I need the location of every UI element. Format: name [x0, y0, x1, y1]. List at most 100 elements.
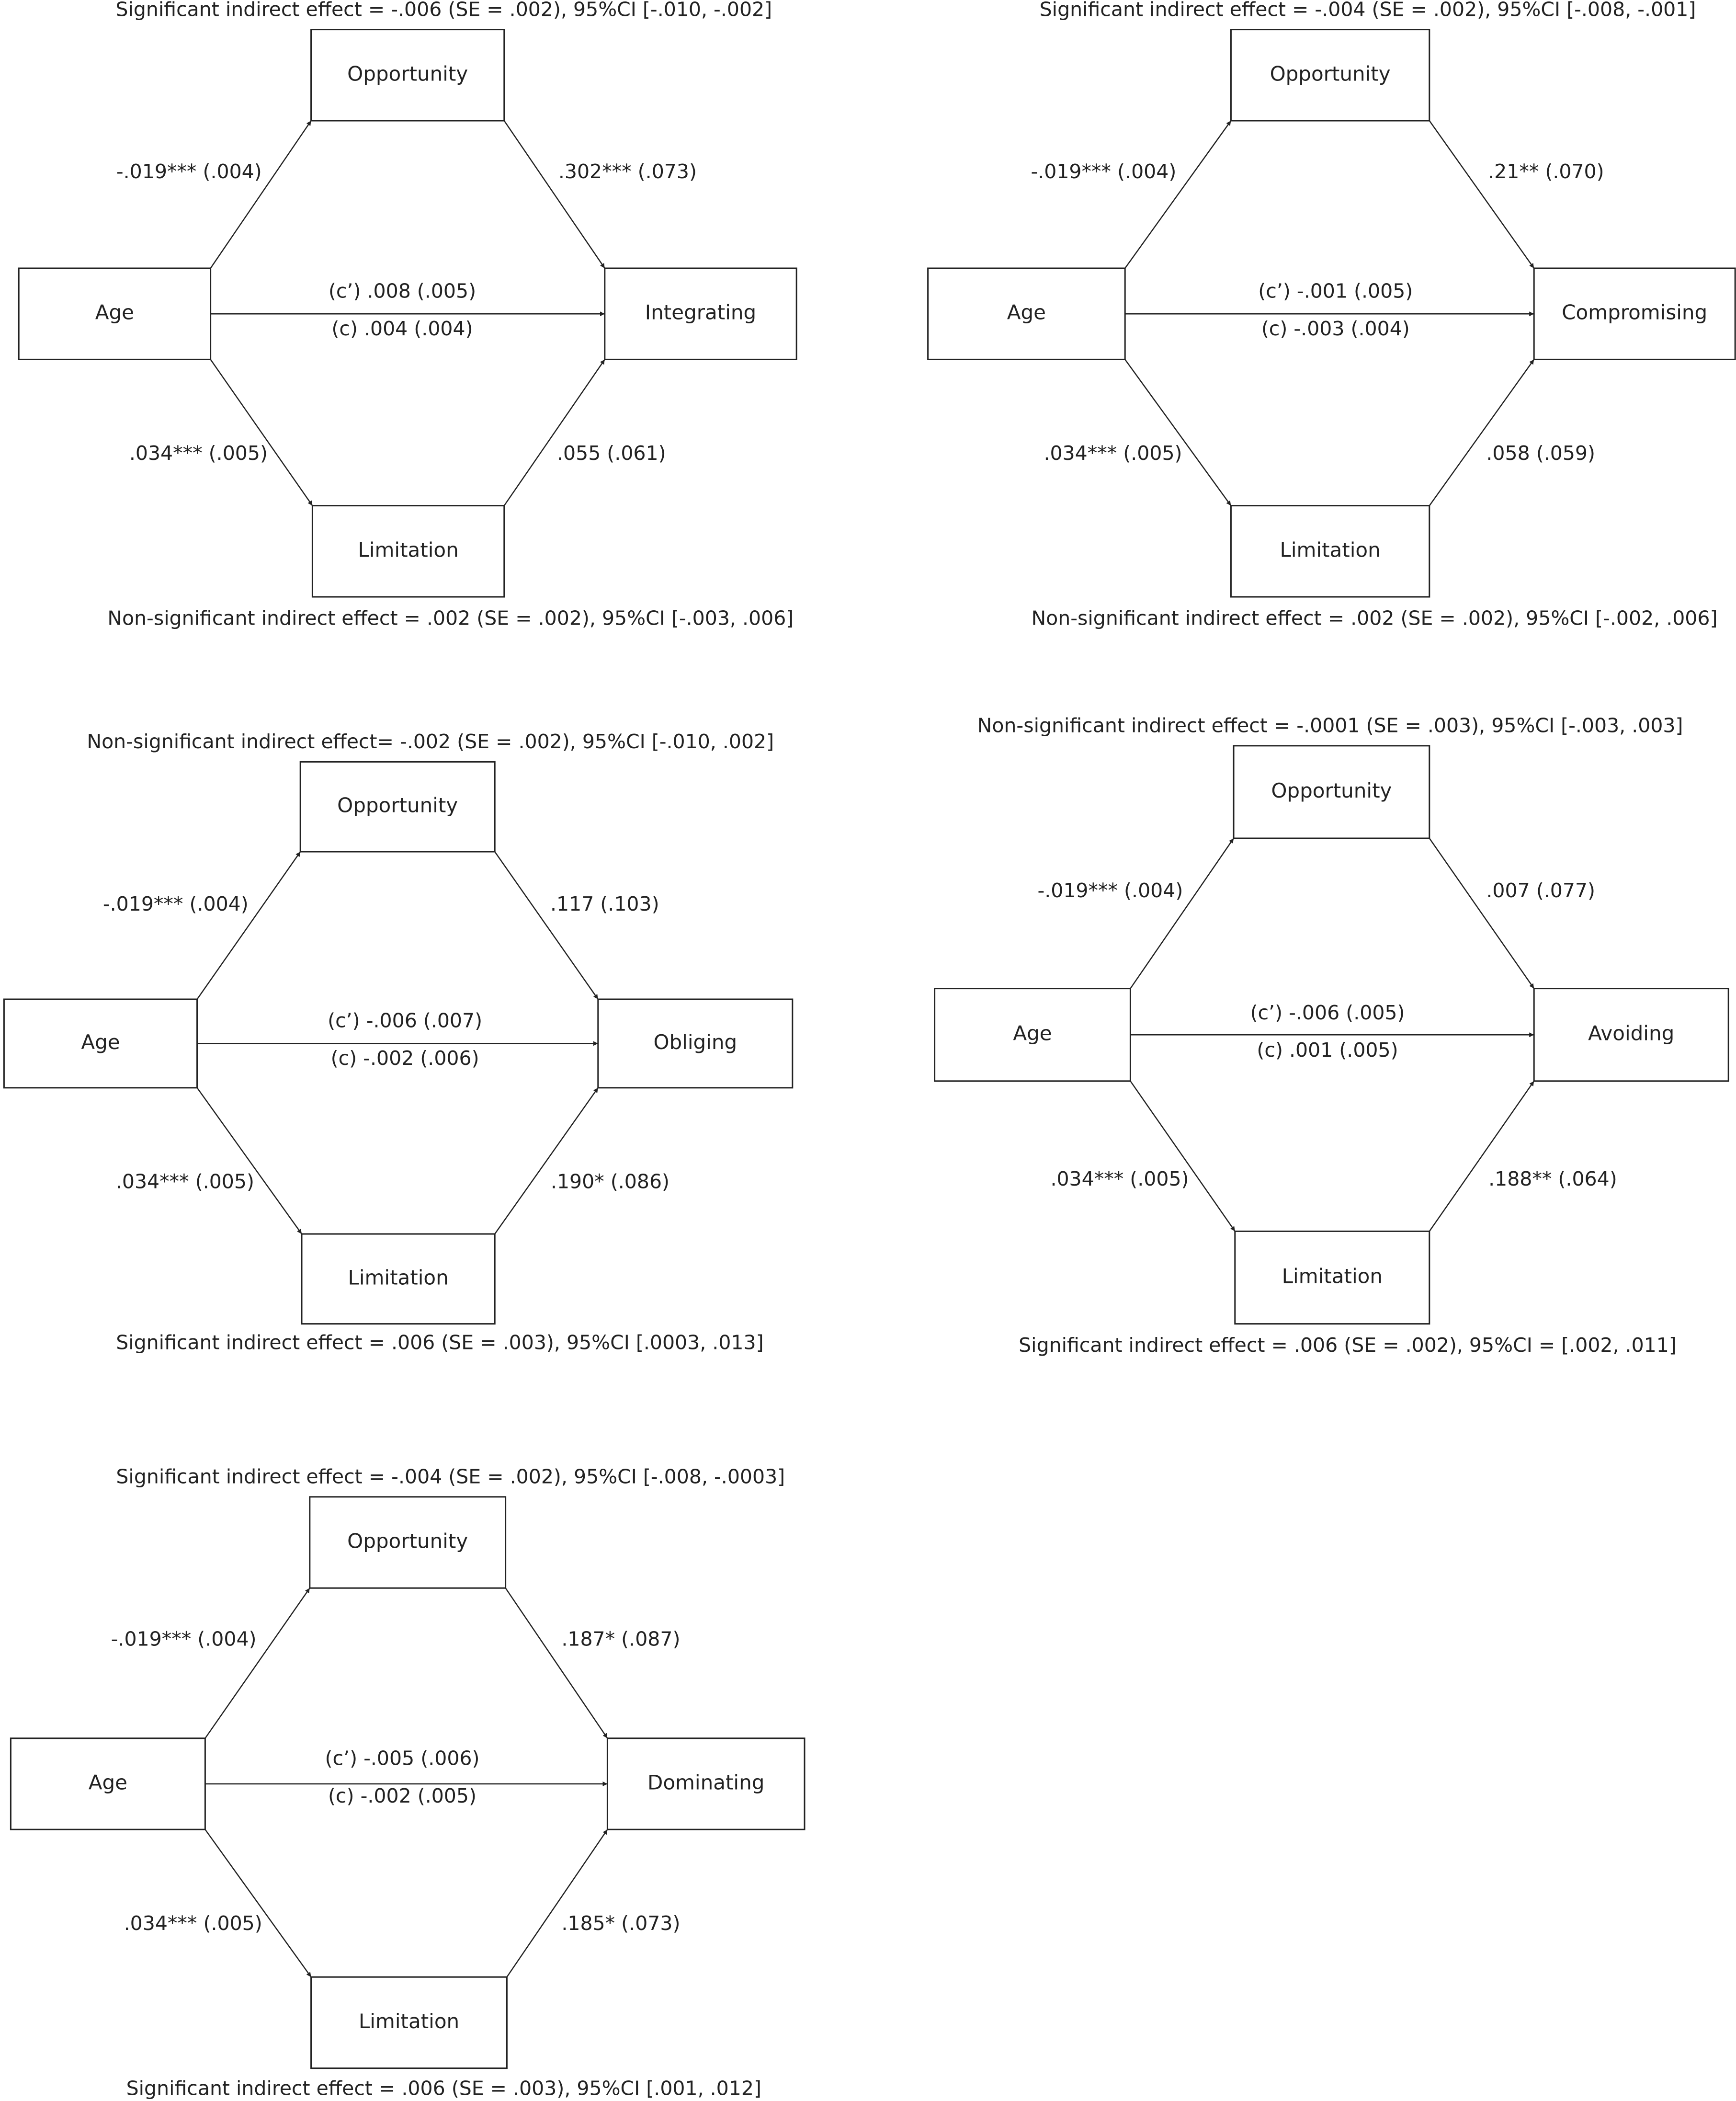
age-node-box [18, 267, 212, 360]
limitation-node-box [1230, 505, 1430, 598]
limitation-node-box [310, 1976, 508, 2069]
path-a1-coefficient: -.019*** (.004) [111, 1627, 257, 1650]
direct-effect-coefficient: (c’) .008 (.005) [329, 279, 476, 302]
mediation-diagram-3: Non-significant indirect effect= -.002 (… [3, 730, 794, 1354]
edge-age-to-opportunity [1124, 120, 1232, 269]
opportunity-node-box [299, 761, 496, 853]
outcome-node-box [1533, 988, 1729, 1082]
edge-opportunity-to-outcome [503, 120, 605, 269]
outcome-node-label: Dominating [647, 1771, 764, 1794]
top-indirect-effect-caption: Non-significant indirect effect = -.0001… [977, 714, 1683, 737]
top-indirect-effect-caption: Significant indirect effect = -.006 (SE … [115, 0, 772, 21]
opportunity-node-label: Opportunity [347, 62, 468, 85]
limitation-node-label: Limitation [348, 1266, 448, 1289]
bottom-indirect-effect-caption: Significant indirect effect = .006 (SE =… [1019, 1334, 1677, 1357]
edge-opportunity-to-outcome [505, 1587, 608, 1739]
direct-effect-coefficient: (c’) -.005 (.006) [325, 1747, 480, 1770]
limitation-node-label: Limitation [1282, 1265, 1383, 1288]
top-indirect-effect-caption: Significant indirect effect = -.004 (SE … [116, 1465, 785, 1488]
bottom-indirect-effect-caption: Non-significant indirect effect = .002 (… [107, 607, 794, 630]
outcome-node-box [606, 1737, 806, 1830]
edge-limitation-to-outcome [494, 1087, 599, 1234]
opportunity-node-label: Opportunity [337, 794, 458, 817]
path-a2-coefficient: .034*** (.005) [1044, 442, 1182, 465]
mediation-diagram-2: Significant indirect effect = -.004 (SE … [927, 0, 1736, 630]
path-b1-coefficient: .117 (.103) [550, 892, 659, 915]
path-a2-coefficient: .034*** (.005) [116, 1170, 254, 1193]
path-b1-coefficient: .007 (.077) [1486, 879, 1595, 902]
outcome-node-box [604, 267, 797, 360]
limitation-node-box [1234, 1230, 1430, 1325]
path-b1-coefficient: .187* (.087) [561, 1627, 680, 1650]
age-node-box [10, 1737, 206, 1830]
outcome-node-label: Obliging [653, 1030, 737, 1054]
limitation-node-label: Limitation [1280, 538, 1380, 561]
path-a1-coefficient: -.019*** (.004) [1037, 879, 1183, 902]
total-effect-coefficient: (c) -.002 (.005) [328, 1784, 477, 1807]
edge-opportunity-to-outcome [1429, 838, 1535, 989]
opportunity-node-box [1233, 745, 1430, 839]
mediation-diagram-5: Significant indirect effect = -.004 (SE … [10, 1465, 806, 2100]
path-b2-coefficient: .185* (.073) [561, 1912, 680, 1935]
direct-effect-coefficient: (c’) -.006 (.005) [1250, 1001, 1405, 1024]
outcome-node-label: Integrating [645, 301, 756, 324]
path-a1-coefficient: -.019*** (.004) [1031, 160, 1176, 183]
mediation-diagram-1: Significant indirect effect = -.006 (SE … [18, 0, 797, 630]
total-effect-coefficient: (c) -.003 (.004) [1261, 317, 1410, 340]
opportunity-node-label: Opportunity [347, 1530, 468, 1553]
path-b1-coefficient: .21** (.070) [1488, 160, 1604, 183]
top-indirect-effect-caption: Non-significant indirect effect= -.002 (… [87, 730, 774, 753]
outcome-node-box [1533, 267, 1736, 360]
outcome-node-label: Compromising [1562, 301, 1707, 324]
opportunity-node-box [309, 1496, 507, 1589]
opportunity-node-box [1230, 29, 1430, 122]
edge-limitation-to-outcome [1429, 1081, 1535, 1232]
limitation-node-label: Limitation [359, 2010, 459, 2033]
total-effect-coefficient: (c) -.002 (.006) [331, 1047, 479, 1070]
age-node-label: Age [95, 301, 134, 324]
path-b2-coefficient: .188** (.064) [1488, 1167, 1617, 1190]
edge-limitation-to-outcome [1429, 359, 1535, 506]
bottom-indirect-effect-caption: Significant indirect effect = .006 (SE =… [116, 1331, 763, 1354]
top-indirect-effect-caption: Significant indirect effect = -.004 (SE … [1040, 0, 1696, 21]
path-a1-coefficient: -.019*** (.004) [103, 892, 249, 915]
outcome-node-label: Avoiding [1588, 1022, 1674, 1045]
opportunity-node-box [310, 29, 505, 122]
edge-age-to-limitation [204, 1829, 312, 1977]
direct-effect-coefficient: (c’) -.006 (.007) [328, 1009, 482, 1032]
edge-age-to-opportunity [1130, 838, 1235, 989]
bottom-indirect-effect-caption: Significant indirect effect = .006 (SE =… [126, 2077, 761, 2100]
edge-opportunity-to-outcome [494, 851, 599, 1000]
edge-age-to-limitation [1130, 1081, 1236, 1232]
edge-age-to-limitation [210, 359, 313, 506]
total-effect-coefficient: (c) .001 (.005) [1257, 1039, 1398, 1062]
outcome-node-box [597, 998, 794, 1089]
bottom-indirect-effect-caption: Non-significant indirect effect = .002 (… [1032, 607, 1718, 630]
edge-opportunity-to-outcome [1429, 120, 1535, 269]
path-a2-coefficient: .034*** (.005) [1050, 1167, 1189, 1190]
edge-age-to-opportunity [210, 120, 312, 269]
opportunity-node-label: Opportunity [1271, 779, 1392, 802]
direct-effect-coefficient: (c’) -.001 (.005) [1258, 279, 1413, 302]
age-node-label: Age [89, 1771, 127, 1794]
age-node-box [934, 988, 1131, 1082]
path-b2-coefficient: .058 (.059) [1486, 442, 1595, 465]
path-a1-coefficient: -.019*** (.004) [116, 160, 262, 183]
age-node-box [927, 267, 1126, 360]
age-node-label: Age [81, 1030, 120, 1054]
edge-age-to-limitation [196, 1087, 303, 1234]
age-node-label: Age [1013, 1022, 1052, 1045]
path-b2-coefficient: .055 (.061) [557, 442, 666, 465]
limitation-node-box [311, 505, 505, 598]
path-a2-coefficient: .034*** (.005) [129, 442, 268, 465]
opportunity-node-label: Opportunity [1270, 62, 1391, 85]
age-node-label: Age [1007, 301, 1046, 324]
mediation-diagram-4: Non-significant indirect effect = -.0001… [934, 714, 1729, 1357]
total-effect-coefficient: (c) .004 (.004) [331, 317, 473, 340]
edge-age-to-opportunity [196, 851, 301, 1000]
edge-age-to-limitation [1124, 359, 1232, 506]
edge-age-to-opportunity [204, 1587, 310, 1739]
limitation-node-box [301, 1233, 496, 1325]
edge-limitation-to-outcome [503, 359, 605, 506]
